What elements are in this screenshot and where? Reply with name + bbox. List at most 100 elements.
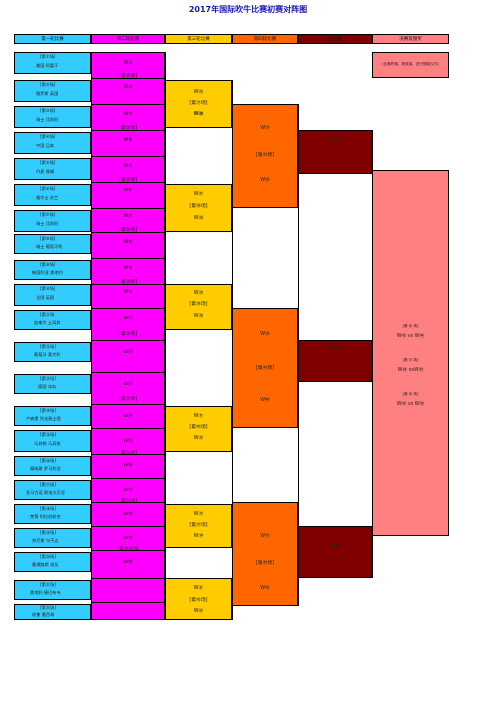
team-names: 圣马力诺 斯洛文尼亚 (26, 490, 66, 495)
round-2-winner: W① (123, 61, 133, 66)
round-2-venue: [第㉛场] (118, 397, 138, 402)
round-4-box (232, 502, 298, 606)
round-2-winner: W③ (123, 112, 133, 117)
round-3-top: W㉝ (193, 512, 204, 517)
team-box (14, 210, 91, 232)
team-box (14, 480, 91, 500)
round-3-box (165, 284, 232, 330)
final-match-pair: W㊹ vsW㊺ (397, 368, 424, 373)
round-3-bottom: W㉒ (193, 609, 204, 614)
page-title: 2017年国际吹牛比赛初赛对阵图 (188, 5, 308, 14)
round-5-winner: W㊺ (330, 545, 340, 550)
team-names: 美国 阿富汗 (36, 63, 59, 68)
round-2-winner: W⑬ (123, 382, 133, 387)
header-round-3: 第三轮比赛 (165, 34, 232, 44)
round-3-venue: [第㊶场] (189, 523, 208, 528)
team-names: 摩纳哥 罗马利亚 (30, 466, 61, 471)
round-2-winner: W⑭ (123, 414, 133, 419)
final-note: (比赛终极、获奖者、进行颁奖仪式) (382, 62, 439, 66)
round-3-top: W㉕ (193, 90, 204, 95)
round-4-venue: [第㊸场] (255, 153, 275, 158)
round-4-box (232, 104, 298, 208)
team-venue: [第⑱场] (40, 506, 56, 511)
team-names: 卢森堡 列支敦士登 (26, 416, 61, 421)
round-5-winner: W㊹ (330, 347, 340, 352)
team-names: 奥地利 捷巴布韦 (30, 590, 61, 595)
round-4-top: W㊶ (260, 534, 270, 539)
round-2-winner: W⑩ (123, 290, 133, 295)
round-3-top: W㉗ (193, 192, 204, 197)
team-venue: [第⑧场] (40, 236, 56, 241)
round-5-box (298, 340, 372, 382)
round-4-top: W㊴ (260, 332, 270, 337)
team-names: 德国 冰岛 (38, 384, 57, 389)
team-venue: [第㉑场] (40, 582, 56, 587)
team-names: 瑞士 葡萄牙利 (36, 244, 63, 249)
team-names: 加拿大 土耳其 (34, 320, 61, 325)
team-box (14, 456, 91, 476)
team-box (14, 106, 91, 128)
round-4-bottom: W㊵ (260, 398, 270, 403)
team-venue: [第⑰场] (40, 482, 56, 487)
team-names: 葡萄牙 意大利 (34, 352, 61, 357)
round-2-winner: W⑳ (123, 560, 133, 565)
team-box (14, 580, 91, 600)
round-2-winner: W⑯ (123, 463, 133, 468)
final-match-label: [第 ㊻ 场] (402, 324, 419, 328)
team-venue: [第②场] (40, 82, 56, 87)
team-box (14, 430, 91, 452)
round-4-venue: [第㊺场] (255, 561, 275, 566)
team-venue: [第㉒场] (40, 605, 56, 610)
round-2-venue: [第㉕场] (118, 74, 138, 79)
team-venue: [第⑮场] (40, 432, 56, 437)
round-5-winner: W㊸ (330, 138, 340, 143)
round-3-bottom: W㉖ (193, 112, 204, 117)
team-venue: [第⑤场] (40, 160, 56, 165)
round-2-winner: W⑫ (123, 350, 133, 355)
team-venue: [第③场] (40, 108, 56, 113)
team-venue: [第⑬场] (40, 376, 56, 381)
team-venue: [第⑳场] (40, 554, 56, 559)
team-box (14, 158, 91, 180)
round-2-winner: W④ (123, 138, 133, 143)
round-4-top: W㊲ (260, 126, 270, 131)
round-2-winner: W⑱ (123, 512, 133, 517)
header-round-1: 第一轮比赛 (14, 34, 91, 44)
round-3-top: W㉛ (193, 414, 204, 419)
header-round-2: 第二轮比赛 (91, 34, 165, 44)
round-3-bottom: W㉘ (193, 216, 204, 221)
round-3-box (165, 184, 232, 232)
team-box (14, 52, 91, 74)
team-names: 丹麦 挪威 (36, 169, 55, 174)
team-box (14, 80, 91, 102)
round-3-top: W㉙ (193, 291, 204, 296)
round-2-venue: [第㉝场] (91, 497, 165, 504)
round-3-bottom: W㉞ (193, 534, 204, 539)
round-2-venue: [第㉞场]① (91, 545, 165, 552)
round-2-venue: [第㉘场] (118, 228, 138, 233)
round-2-winner: W② (123, 85, 133, 90)
team-names: 瑞士 比利时 (36, 117, 59, 122)
round-3-venue: [第㊳场] (189, 204, 208, 209)
team-venue: [第⑥场] (40, 186, 56, 191)
final-match-pair: W㊸ vs W㊹ (396, 334, 425, 339)
round-3-box (165, 578, 232, 620)
team-venue: [第⑨场] (40, 262, 56, 267)
final-match-label: [第 ㊽ 场] (402, 392, 419, 396)
round-2-column (91, 52, 165, 620)
round-4-bottom: W㊷ (260, 586, 270, 591)
team-names: 俄罗斯 英国 (36, 91, 59, 96)
round-2-winner: W⑥ (123, 188, 133, 193)
round-3-bottom: W㉚ (193, 314, 204, 319)
team-names: 瑞士 比利时 (36, 221, 59, 226)
team-venue: [第⑩场] (40, 286, 56, 291)
round-5-box (298, 130, 372, 174)
round-4-venue: [第㊹场] (255, 366, 275, 371)
round-4-bottom: W㊳ (260, 178, 270, 183)
team-box (14, 528, 91, 548)
team-box (14, 342, 91, 362)
team-box (14, 184, 91, 206)
round-3-box (165, 80, 232, 128)
team-venue: [第①场] (40, 54, 56, 59)
round-3-venue: [第㊲场] (189, 101, 208, 106)
